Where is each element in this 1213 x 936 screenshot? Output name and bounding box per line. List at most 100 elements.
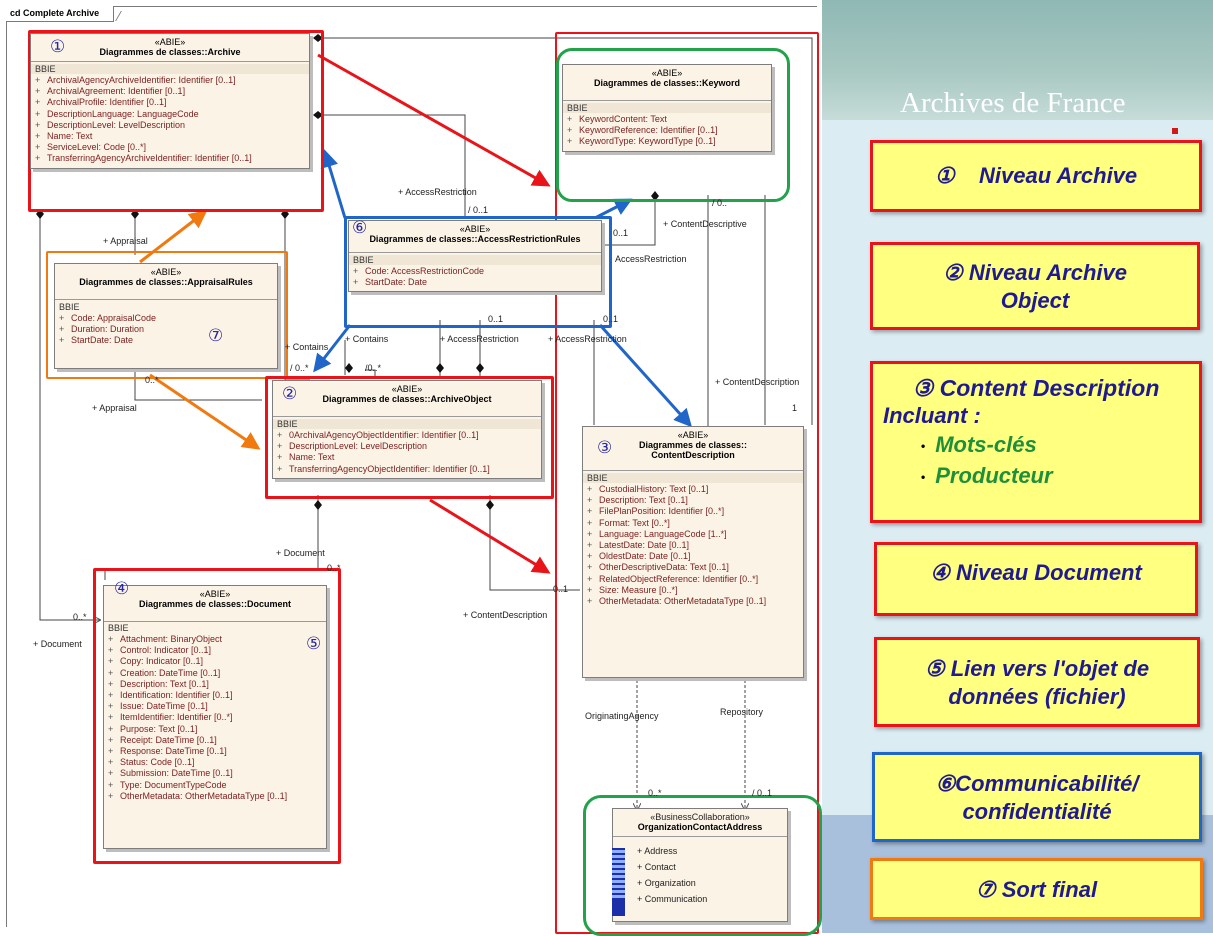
legend-list-item: Producteur: [921, 461, 1199, 492]
attribute: ArchivalAgreement: Identifier [0..1]: [35, 86, 305, 97]
stereotype: «BusinessCollaboration»: [650, 812, 750, 822]
connector-label: 0..1: [488, 314, 504, 324]
class-archive-object[interactable]: «ABIE» Diagrammes de classes::ArchiveObj…: [272, 380, 542, 479]
stereotype: «ABIE»: [199, 589, 231, 599]
connector-label: Repository: [720, 707, 764, 717]
attribute: Language: LanguageCode [1..*]: [587, 529, 799, 540]
attribute: Response: DateTime [0..1]: [108, 746, 322, 757]
legend-card-line2: Incluant :: [883, 403, 981, 428]
class-appraisal-rules[interactable]: «ABIE» Diagrammes de classes::AppraisalR…: [54, 263, 278, 369]
association-line: [365, 369, 376, 378]
class-name-line1: Diagrammes de classes::: [638, 440, 748, 450]
attribute: Code: AccessRestrictionCode: [353, 266, 597, 277]
class-access-restriction-rules[interactable]: «ABIE» Diagrammes de classes::AccessRest…: [348, 220, 602, 293]
connector-label: OriginatingAgency: [585, 711, 659, 721]
attribute: Submission: DateTime [0..1]: [108, 768, 322, 779]
attribute: Issue: DateTime [0..1]: [108, 701, 322, 712]
legend-panel: Archives de France ① Niveau Archive ② Ni…: [822, 0, 1213, 933]
attribute: Identification: Identifier [0..1]: [108, 690, 322, 701]
attribute-section: + Address + Contact + Organization + Com…: [613, 837, 787, 907]
class-name: OrganizationContactAddress: [637, 822, 763, 832]
legend-card-appraisal: ⑦ Sort final: [870, 858, 1203, 920]
class-content-description[interactable]: «ABIE» Diagrammes de classes:: ContentDe…: [582, 426, 804, 678]
stereotype: «ABIE»: [154, 37, 186, 47]
legend-card-line1: ⑥Communicabilité/: [935, 771, 1139, 796]
connector-label: + AccessRestriction: [548, 334, 627, 344]
attribute: DescriptionLanguage: LanguageCode: [35, 109, 305, 120]
attribute: StartDate: Date: [59, 335, 273, 346]
marker-archive-object: ②: [282, 384, 298, 404]
connector-label: + Document: [33, 639, 82, 649]
connector-label: + ContentDescriptive: [663, 219, 747, 229]
legend-list-item: Mots-clés: [921, 430, 1199, 461]
association-line: [284, 210, 310, 381]
attribute-section: BBIE CustodialHistory: Text [0..1] Descr…: [583, 470, 803, 610]
diagram-frame-title: cd Complete Archive: [6, 6, 115, 22]
attribute: OtherMetadata: OtherMetadataType [0..1]: [587, 596, 799, 607]
legend-card-list: Mots-clés Producteur: [873, 430, 1199, 492]
section-title: BBIE: [108, 623, 129, 633]
attribute: OldestDate: Date [0..1]: [587, 551, 799, 562]
section-title: BBIE: [563, 103, 771, 113]
uml-association-lines: [39, 37, 813, 810]
section-title: BBIE: [273, 419, 541, 429]
connector-label: + Contains: [285, 342, 329, 352]
class-name: Diagrammes de classes::Keyword: [593, 78, 741, 88]
attribute: Name: Text: [277, 452, 537, 463]
legend-card-data-link: ⑤ Lien vers l'objet de données (fichier): [874, 637, 1200, 727]
legend-card-access: ⑥Communicabilité/ confidentialité: [872, 752, 1202, 842]
connector-label: + Appraisal: [103, 236, 148, 246]
class-name: Diagrammes de classes::AccessRestriction…: [369, 234, 581, 244]
association-line: [134, 370, 262, 401]
attribute: TransferringAgencyObjectIdentifier: Iden…: [277, 464, 537, 475]
attribute: CustodialHistory: Text [0..1]: [587, 484, 799, 495]
connector-label: 0..*: [648, 788, 662, 798]
connector-label: / 0..1: [468, 205, 489, 215]
legend-card-content-description: ③ Content Description Incluant : Mots-cl…: [870, 361, 1202, 523]
attribute-section: BBIE Code: AccessRestrictionCode StartDa…: [349, 252, 601, 291]
highlight-arrows: [139, 53, 693, 574]
marker-attachment: ⑤: [306, 634, 322, 654]
connector-label: + Contains: [345, 334, 389, 344]
connector-label: + AccessRestriction: [398, 187, 477, 197]
class-keyword[interactable]: «ABIE» Diagrammes de classes::Keyword BB…: [562, 64, 772, 152]
legend-card-text: ① Niveau Archive: [934, 163, 1138, 188]
attribute: OtherMetadata: OtherMetadataType [0..1]: [108, 791, 322, 802]
class-archive[interactable]: «ABIE» Diagrammes de classes::Archive BB…: [30, 33, 310, 169]
legend-card-archive: ① Niveau Archive: [870, 140, 1202, 212]
class-document[interactable]: «ABIE» Diagrammes de classes::Document B…: [103, 585, 327, 849]
attribute: + Address: [637, 846, 678, 856]
stereotype: «ABIE»: [651, 68, 683, 78]
association-line: [489, 495, 580, 591]
section-title: BBIE: [31, 64, 309, 74]
legend-card-document: ④ Niveau Document: [874, 542, 1198, 616]
connector-label: 0..*: [145, 375, 159, 385]
attribute: TransferringAgencyArchiveIdentifier: Ide…: [35, 153, 305, 164]
attribute: FilePlanPosition: Identifier [0..*]: [587, 506, 799, 517]
connector-label: 0..*: [327, 563, 341, 573]
attribute: Status: Code [0..1]: [108, 757, 322, 768]
connector-label: / 0..: [712, 198, 728, 208]
connector-label: /0..*: [365, 363, 382, 373]
attribute: ArchivalAgencyArchiveIdentifier: Identif…: [35, 75, 305, 86]
legend-card-line1: ② Niveau Archive: [943, 260, 1127, 285]
association-line: [320, 114, 466, 216]
association-line: [39, 210, 100, 620]
marker-appraisal: ⑦: [208, 326, 224, 346]
section-title: BBIE: [349, 255, 601, 265]
class-organization-contact-address[interactable]: «BusinessCollaboration» OrganizationCont…: [612, 808, 788, 922]
attribute: Type: DocumentTypeCode: [108, 780, 322, 791]
attribute: Purpose: Text [0..1]: [108, 724, 322, 735]
legend-card-line1: ⑤ Lien vers l'objet de: [924, 656, 1150, 681]
legend-card-archive-object: ② Niveau Archive Object: [870, 242, 1200, 330]
legend-card-line2: Object: [1000, 288, 1070, 313]
association-line: [104, 495, 319, 580]
header-band: [822, 0, 1213, 120]
brand-accent-mark: [1172, 128, 1178, 134]
marker-access: ⑥: [352, 218, 368, 238]
attribute: Description: Text [0..1]: [108, 679, 322, 690]
attribute: KeywordContent: Text: [567, 114, 767, 125]
connector-layer: [36, 34, 813, 933]
attribute: StartDate: Date: [353, 277, 597, 288]
marker-document: ④: [114, 579, 130, 599]
